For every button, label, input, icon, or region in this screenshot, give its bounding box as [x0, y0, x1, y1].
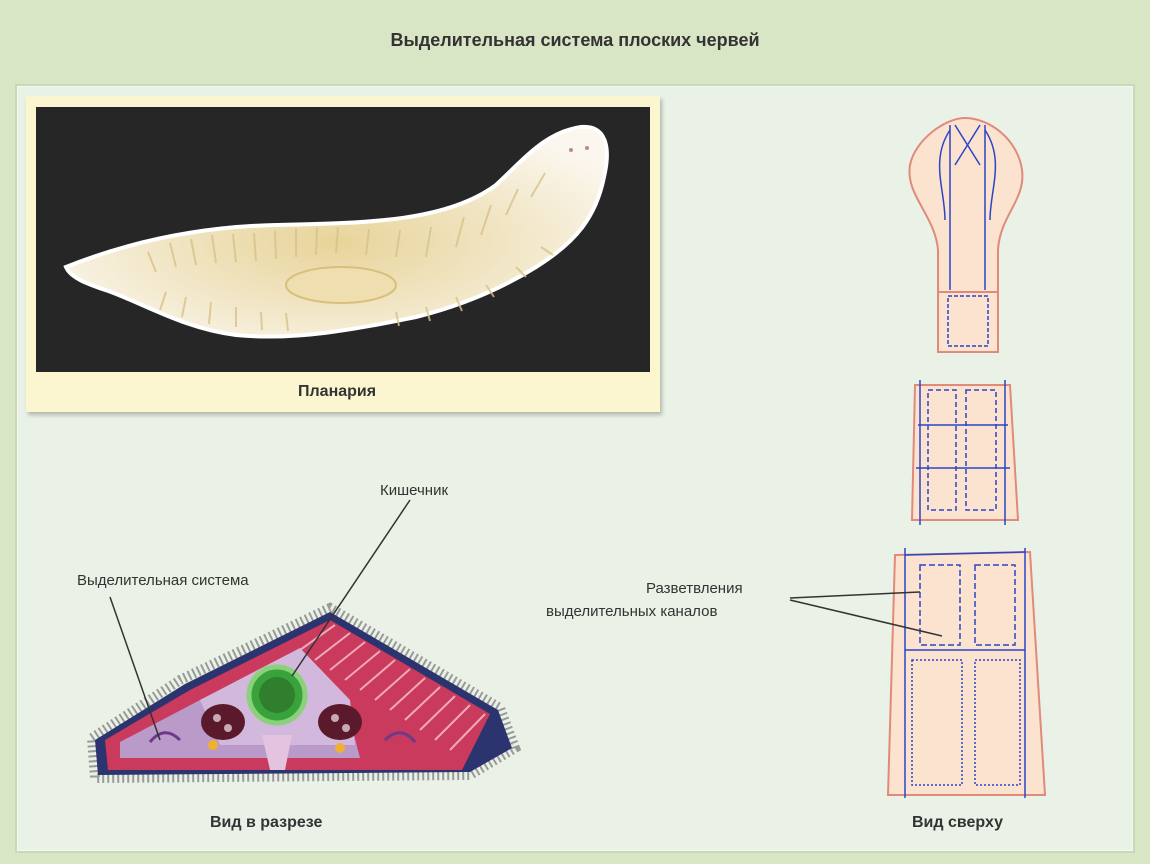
- branches-label-line2: выделительных каналов: [546, 603, 718, 620]
- top-view-caption: Вид сверху: [912, 814, 1003, 831]
- planaria-caption: Планария: [298, 383, 377, 400]
- intestine-branch-right: [318, 704, 362, 740]
- branches-label-line1: Разветвления: [646, 580, 743, 597]
- page-title: Выделительная система плоских червей: [390, 30, 760, 50]
- planaria-body: [63, 124, 609, 339]
- planaria-photo: [36, 107, 650, 372]
- cross-section-caption: Вид в разрезе: [210, 814, 323, 831]
- intestine-label: Кишечник: [380, 482, 449, 499]
- branches-leader-1: [789, 591, 921, 599]
- branches-leader-2: [789, 599, 943, 637]
- intestine-leader: [291, 499, 411, 677]
- planaria-photo-frame: [26, 96, 660, 412]
- excretory-system-label: Выделительная система: [77, 572, 249, 589]
- cross-section-body: [86, 602, 522, 784]
- top-view-drawing: [886, 116, 1047, 798]
- excretory-leader: [109, 596, 161, 741]
- intestine-branch-left: [201, 704, 245, 740]
- planaria-pharynx: [285, 266, 397, 304]
